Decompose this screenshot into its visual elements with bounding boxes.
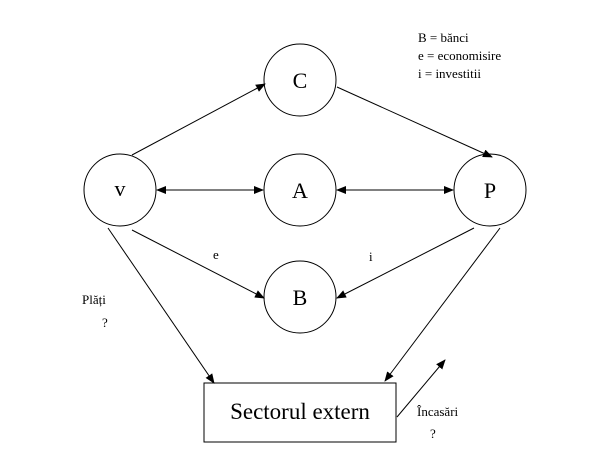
arrow-v-to-b — [131, 229, 265, 299]
receipts-label: Încasări — [417, 404, 459, 419]
node-a — [263, 153, 337, 227]
arrow-sector-out — [396, 359, 446, 418]
arrow-v-to-c — [131, 83, 266, 156]
arrow-p-to-b — [336, 227, 475, 299]
node-b — [263, 260, 337, 334]
legend-b: B = bănci — [418, 30, 469, 45]
arrow-v-to-sector — [107, 227, 215, 384]
node-p — [453, 153, 527, 227]
node-b-label: B — [293, 285, 308, 310]
legend-e: e = economisire — [418, 48, 501, 63]
payments-value: ? — [102, 315, 108, 330]
node-c-label: C — [293, 68, 308, 93]
sector-box — [203, 382, 397, 443]
node-c — [263, 43, 337, 117]
node-v — [83, 153, 157, 227]
edge-label-e: e — [213, 247, 219, 262]
legend-i: i = investitii — [418, 66, 481, 81]
node-p-label: P — [484, 178, 496, 203]
node-a-label: A — [292, 178, 308, 203]
payments-label: Plăți — [82, 292, 106, 307]
sector-label: Sectorul extern — [230, 399, 370, 424]
arrow-p-to-sector — [384, 227, 501, 382]
edge-label-i: i — [369, 249, 373, 264]
arrow-c-to-p — [336, 86, 493, 158]
receipts-value: ? — [430, 426, 436, 441]
node-v-label: v — [115, 176, 126, 201]
